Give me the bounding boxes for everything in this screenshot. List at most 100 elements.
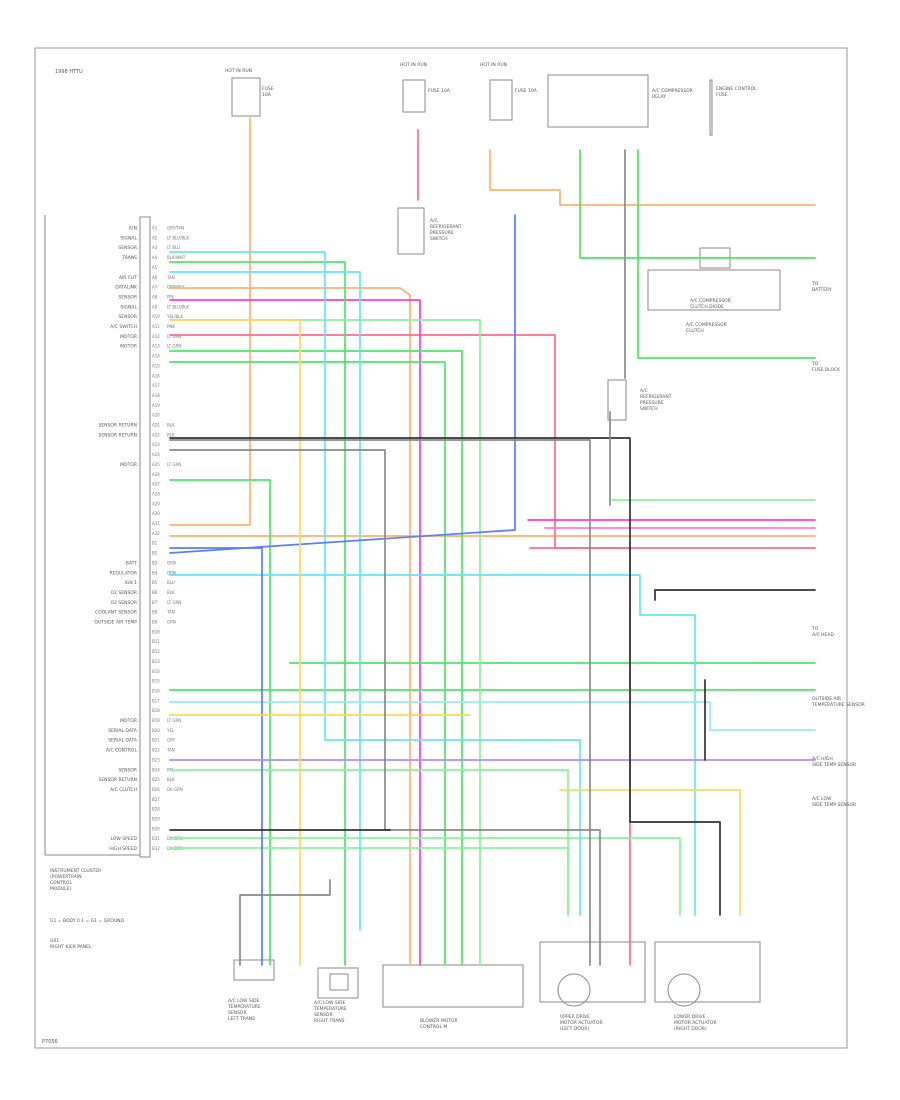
pcm-pin: B14 [152, 669, 160, 674]
pcm-signal-label: TRANS [121, 255, 137, 261]
svg-text:LEFT TRANS: LEFT TRANS [228, 1016, 255, 1022]
svg-text:A/C: A/C [430, 218, 438, 224]
pcm-pin: A16 [152, 373, 160, 378]
pcm-signal-label: OUTSIDE AIR TEMP [94, 620, 137, 626]
pcm-wire-color-label: LT BLU [167, 245, 180, 250]
svg-text:A/C COMPRESSOR: A/C COMPRESSOR [652, 88, 693, 94]
wire-green [169, 361, 446, 966]
wire-magenta [169, 299, 421, 966]
wire-blue [169, 214, 516, 554]
pcm-wire-color-label: ORN [167, 570, 176, 575]
pcm-pin: B7 [152, 600, 158, 605]
svg-text:SENSOR: SENSOR [314, 1012, 333, 1018]
pcm-wire-color-label: LT GRN [167, 462, 181, 467]
pcm-pin: A22 [152, 432, 160, 437]
pressure-switch-1: A/C REFRIGERANT PRESSURE SWITCH [397, 207, 462, 255]
pcm-wire-color-label: YEL [166, 728, 175, 733]
pcm-pin: B3 [152, 560, 158, 565]
svg-text:PRESSURE: PRESSURE [430, 230, 454, 236]
svg-text:MOTOR ACTUATOR: MOTOR ACTUATOR [674, 1020, 717, 1026]
svg-text:A/C LOW SIDE: A/C LOW SIDE [228, 998, 260, 1004]
pcm-pin: B5 [152, 580, 158, 585]
svg-text:CONTROL M: CONTROL M [420, 1024, 447, 1030]
pcm-signal-label: O2 SENSOR [111, 590, 137, 596]
pcm-wire-color-label: LT BLU/BLK [167, 235, 189, 240]
svg-text:FUSE 10A: FUSE 10A [515, 88, 538, 94]
pcm-wire-color-label: GRN [167, 620, 176, 625]
pcm-signal-label: SERIAL DATA [108, 738, 138, 744]
wire-lt_blue [169, 701, 816, 731]
wire-blue [169, 547, 263, 966]
pcm-pin: B8 [152, 610, 158, 615]
wire-gray [169, 439, 591, 966]
pcm-wire-color-label: LT GRN [167, 718, 181, 723]
svg-text:(RIGHT DOOR): (RIGHT DOOR) [674, 1026, 707, 1032]
pcm-pin: B16 [152, 688, 160, 693]
pcm-signal-label: DATALINK [115, 285, 138, 291]
ground-note-line1: G01 [50, 938, 59, 944]
pcm-pin: A2 [152, 235, 158, 240]
svg-text:PRESSURE: PRESSURE [640, 400, 664, 406]
pcm-pin: A12 [152, 334, 160, 339]
pcm-signal-label: AIR CUT [119, 275, 137, 281]
pcm-pin: B9 [152, 620, 158, 625]
pcm-pin: A15 [152, 363, 160, 368]
pcm-pin: B4 [152, 570, 158, 575]
diagram-frame [34, 47, 848, 1049]
fuse-left: HOT IN RUN FUSE 10A [225, 68, 274, 117]
pcm-wire-color-label: BLK [167, 777, 175, 782]
pcm-wire-color-label: BLK [167, 590, 175, 595]
pcm-pin: B21 [152, 738, 160, 743]
fuse-mid2: HOT IN RUN FUSE 10A [480, 62, 538, 121]
pcm-signal-label: SENSOR RETURN [98, 777, 137, 783]
pcm-signal-label: REGULATOR [109, 570, 137, 576]
pcm-pin: B28 [152, 807, 160, 812]
wire-orange [169, 117, 251, 526]
pcm-wire-color-label: PPL [167, 294, 175, 299]
svg-text:TEMPERATURE: TEMPERATURE [227, 1004, 261, 1010]
svg-text:HOT IN RUN: HOT IN RUN [400, 62, 427, 68]
svg-text:SWITCH: SWITCH [640, 406, 658, 412]
wire-cyan [169, 251, 581, 916]
pcm-pin: B19 [152, 718, 160, 723]
pcm-pin: A18 [152, 393, 160, 398]
right-label-title: OUTSIDE AIR [812, 696, 841, 702]
pcm-pin: A1 [152, 226, 158, 231]
pcm-wire-color-label: BLK [167, 423, 175, 428]
pcm-signal-label: A/C SWITCH [110, 324, 137, 330]
pcm-signal-label: SENSOR RETURN [98, 432, 137, 438]
pcm-pin: B32 [152, 846, 160, 851]
pcm-pin: B13 [152, 659, 160, 664]
pcm-signal-label: MOTOR [120, 334, 137, 340]
pcm-pin: A14 [152, 354, 160, 359]
upper-drive-motor: UPPER DRIVE MOTOR ACTUATOR (LEFT DOOR) [539, 941, 646, 1032]
pcm-pin: A19 [152, 403, 160, 408]
bottom-connector-1: A/C LOW SIDE TEMPERATURE SENSOR LEFT TRA… [227, 959, 275, 1022]
fuse-mid: HOT IN RUN FUSE 10A [400, 62, 451, 113]
pcm-signal-label: HIGH SPEED [109, 846, 137, 852]
pcm-pin: B18 [152, 708, 160, 713]
wire-black [654, 589, 816, 601]
pcm-pin: A10 [152, 314, 160, 319]
pcm-pin: B22 [152, 748, 160, 753]
pcm-signal-label: MOTOR [120, 462, 137, 468]
pcm-pin: B17 [152, 698, 160, 703]
svg-text:10A: 10A [262, 92, 272, 98]
svg-text:HOT IN RUN: HOT IN RUN [480, 62, 507, 68]
right-label-title: A/C LOW [812, 796, 832, 802]
pcm-wire-color-label: LT GRN [167, 344, 181, 349]
pcm-signal-label: SENSOR [118, 314, 137, 320]
pcm-pin: A24 [152, 452, 160, 457]
pcm-signal-label: MOTOR [120, 718, 137, 724]
pcm-pin: A6 [152, 275, 158, 280]
pcm-pin: A13 [152, 344, 160, 349]
svg-text:(LEFT DOOR): (LEFT DOOR) [560, 1026, 589, 1032]
right-label-sub: FUSE BLOCK [812, 367, 841, 373]
svg-text:CONTROL: CONTROL [50, 880, 72, 886]
pcm-signal-label: SENSOR [118, 245, 137, 251]
pcm-pin: A7 [152, 285, 158, 290]
pcm-pin: A28 [152, 491, 160, 496]
right-label-sub: BATTERY [812, 287, 832, 293]
pcm-pin: B20 [152, 728, 160, 733]
